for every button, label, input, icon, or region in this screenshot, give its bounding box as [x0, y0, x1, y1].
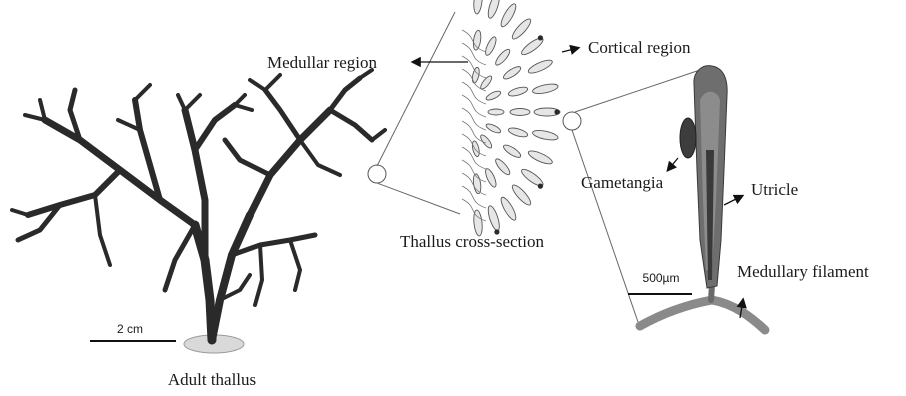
thallus-zoom-circle — [368, 165, 386, 183]
utricle-cell — [499, 195, 519, 222]
utricle-arrow — [724, 196, 742, 205]
utricle-cell — [483, 36, 498, 57]
utricle-cell — [483, 167, 498, 188]
utricle-cell — [532, 82, 559, 95]
cortical-region-arrow — [562, 48, 578, 52]
utricle-cell — [499, 2, 519, 29]
utricle-label: Utricle — [751, 180, 798, 199]
utricle-cell — [486, 0, 502, 19]
utricle-cell — [479, 133, 494, 149]
gametangia-label: Gametangia — [581, 173, 664, 192]
utricle-image — [640, 66, 765, 330]
utricle-cell — [510, 183, 533, 208]
adult-thallus-image — [12, 70, 385, 353]
utricle-cell — [494, 157, 512, 177]
utricle-cell — [527, 148, 554, 166]
zoom-line-bottom — [377, 183, 460, 214]
utricle-cell — [532, 129, 559, 142]
medulla-filament-strand — [462, 95, 486, 117]
utricle-cell — [479, 74, 494, 90]
thallus-cross-section-caption: Thallus cross-section — [400, 232, 544, 251]
thallus-cross-section-image — [462, 0, 560, 236]
adult-thallus-caption: Adult thallus — [168, 370, 256, 389]
utricle-cell — [471, 140, 480, 157]
utricle-cell — [507, 126, 528, 138]
gametangia-arrow — [668, 158, 678, 170]
utricle-scale-label: 500µm — [643, 271, 680, 285]
utricle-cell — [472, 173, 482, 194]
utricle-cell — [502, 64, 523, 81]
thallus-scale-label: 2 cm — [117, 322, 143, 336]
utricle-cell — [485, 122, 502, 134]
gametangium-dot — [538, 184, 543, 189]
utricle-cell — [502, 143, 523, 160]
medullary-filament-label: Medullary filament — [737, 262, 869, 281]
gametangium-dot — [538, 35, 543, 40]
zoom-line-utricle-top — [575, 70, 700, 112]
utricle-zoom-circle — [563, 112, 581, 130]
utricle-cell — [507, 85, 528, 97]
utricle-cell — [486, 205, 502, 232]
medulla-filament-strand — [462, 108, 486, 130]
medullar-region-label: Medullar region — [267, 53, 377, 72]
utricle-cell — [473, 0, 484, 14]
medulla-filament-strand — [462, 186, 486, 208]
gametangium-dot — [554, 109, 559, 114]
utricle-cell — [510, 17, 533, 42]
utricle-cell — [488, 109, 504, 115]
zoom-line-top — [377, 12, 455, 166]
utricle-cell — [527, 58, 554, 76]
utricle-cell — [485, 89, 502, 101]
cortical-region-label: Cortical region — [588, 38, 691, 57]
utricle-cell — [510, 109, 530, 116]
utricle-cell — [494, 47, 512, 67]
